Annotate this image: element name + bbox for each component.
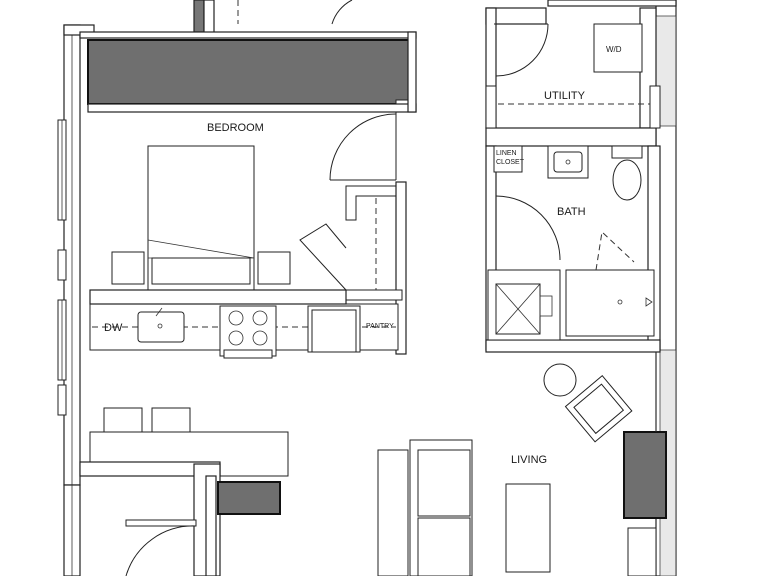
sofa [377,439,473,576]
washer-dryer [593,23,643,73]
stool-1 [103,407,143,433]
stool-2 [151,407,191,433]
bath-label: BATH [557,206,586,218]
washer-dryer-label: W/D [606,45,622,54]
closet-bifold-door[interactable] [299,223,347,291]
bedroom-label: BEDROOM [207,122,264,134]
top-left-wall [193,0,205,33]
pantry-label: PANTRY [366,323,394,330]
shower [565,230,655,337]
living-label: LIVING [511,454,547,466]
bedroom-door[interactable] [329,112,397,181]
entry-storage [217,481,281,515]
tv-console [623,431,667,519]
dishwasher-label: DW [104,322,123,334]
side-table [543,363,577,397]
linen-closet-label-1: LINEN [496,150,517,157]
bath-vanity [547,145,589,179]
utility-door[interactable] [494,23,549,77]
bed-pillow [151,257,251,285]
entry-door[interactable] [125,519,197,576]
bath-washer-cabinet [487,269,561,341]
bath-room [485,145,661,353]
exterior-walls [57,0,677,576]
utility-room [485,7,661,147]
bedroom-storage-closet [87,39,411,105]
bath-door[interactable] [495,195,561,262]
bed [147,145,255,291]
kitchen-sink [137,307,185,343]
toilet [611,145,643,201]
utility-label: UTILITY [544,90,586,102]
linen-closet [493,145,523,173]
refrigerator [307,305,361,353]
entry-door-arc-top [331,0,353,25]
coffee-table [505,483,551,573]
left-wall-window-4 [57,384,67,416]
armchair [564,375,633,443]
left-wall-window-2 [57,249,67,281]
stove [219,305,277,359]
right-wall-cabinet [627,527,657,576]
linen-closet-label-2: CLOSET [496,159,525,166]
nightstand-left [111,251,145,285]
nightstand-right [257,251,291,285]
bedroom-closet [299,181,407,355]
